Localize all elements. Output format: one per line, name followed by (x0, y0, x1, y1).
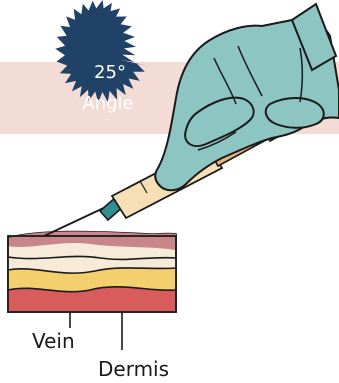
skin-layer-dermis (8, 287, 176, 312)
glove-thumb (266, 98, 324, 128)
skin-block (8, 232, 176, 313)
vein-label: Vein (32, 329, 75, 353)
gloved-hand (155, 4, 339, 190)
skin-layers: Vein Dermis (8, 232, 176, 382)
angle-badge-label: Angle (82, 93, 133, 114)
angle-badge-value: 25° (94, 62, 126, 83)
dermis-label: Dermis (98, 357, 169, 381)
